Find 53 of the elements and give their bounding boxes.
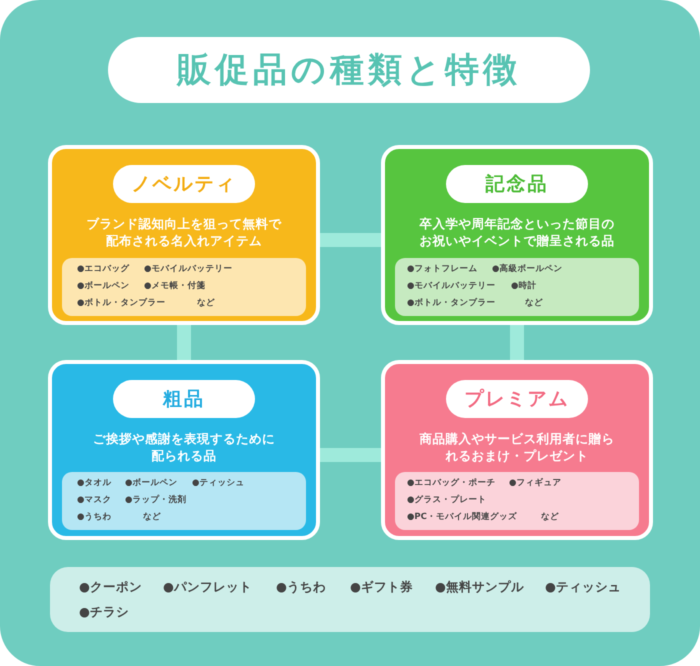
list-item: ●メモ帳・付箋 bbox=[144, 281, 206, 292]
list-item: ●フォトフレーム bbox=[407, 264, 478, 275]
item-list-panel bbox=[62, 472, 306, 530]
category-card bbox=[48, 145, 320, 325]
category-card bbox=[48, 360, 320, 540]
list-item: ●ティッシュ bbox=[545, 579, 621, 595]
category-heading: プレミアム bbox=[446, 380, 588, 418]
list-item: ●クーポン bbox=[79, 579, 142, 595]
connector-bar bbox=[510, 325, 524, 360]
category-description: ご挨拶や感謝を表現するために配られる品 bbox=[92, 430, 276, 464]
item-list-panel bbox=[395, 258, 639, 316]
list-item: ●エコバッグ bbox=[77, 264, 130, 275]
connector-bar bbox=[320, 448, 381, 462]
category-description: ブランド認知向上を狙って無料で配布される名入れアイテム bbox=[86, 215, 282, 249]
list-item: ●チラシ bbox=[79, 604, 129, 620]
title-banner: 販促品の種類と特徴 bbox=[108, 37, 590, 103]
list-item: ●モバイルバッテリー bbox=[407, 281, 496, 292]
list-item: ●タオル bbox=[77, 478, 112, 489]
list-item: など bbox=[525, 298, 543, 309]
connector-bar bbox=[177, 325, 191, 360]
list-item: ●ボールペン bbox=[125, 478, 178, 489]
list-item: ●ラップ・洗剤 bbox=[125, 495, 186, 506]
list-item: ●マスク bbox=[77, 495, 112, 506]
item-list-panel bbox=[62, 258, 306, 316]
list-item: ●モバイルバッテリー bbox=[144, 264, 232, 275]
category-card bbox=[381, 360, 653, 540]
list-item: ●時計 bbox=[511, 281, 536, 292]
category-heading: ノベルティ bbox=[113, 165, 255, 203]
item-list-panel bbox=[50, 567, 650, 632]
list-item: ●うちわ bbox=[77, 512, 112, 523]
list-item: ●パンフレット bbox=[163, 579, 252, 595]
list-item: ●フィギュア bbox=[509, 478, 562, 489]
item-list-panel bbox=[395, 472, 639, 530]
list-item: ●高級ボールペン bbox=[492, 264, 562, 275]
list-item: ●エコバッグ・ポーチ bbox=[407, 478, 496, 489]
category-heading: 粗品 bbox=[113, 380, 255, 418]
list-item: ●ボトル・タンブラー bbox=[407, 298, 496, 309]
list-item: など bbox=[143, 512, 161, 523]
connector-bar bbox=[320, 233, 381, 247]
category-card bbox=[381, 145, 653, 325]
list-item: ●ボールペン bbox=[77, 281, 130, 292]
category-description: 卒入学や周年記念といった節目のお祝いやイベントで贈呈される品 bbox=[418, 215, 616, 249]
list-item: など bbox=[541, 512, 559, 523]
list-item: ●うちわ bbox=[276, 579, 326, 595]
list-item: ●グラス・プレート bbox=[407, 495, 486, 506]
list-item: ●PC・モバイル関連グッズ bbox=[407, 512, 517, 523]
category-description: 商品購入やサービス利用者に贈られるおまけ・プレゼント bbox=[418, 430, 616, 464]
list-item: ●ティッシュ bbox=[192, 478, 244, 489]
list-item: など bbox=[197, 298, 215, 309]
category-heading: 記念品 bbox=[446, 165, 588, 203]
list-item: ●ボトル・タンブラー bbox=[77, 298, 166, 309]
list-item: ●ギフト券 bbox=[350, 579, 413, 595]
list-item: ●無料サンプル bbox=[435, 579, 524, 595]
